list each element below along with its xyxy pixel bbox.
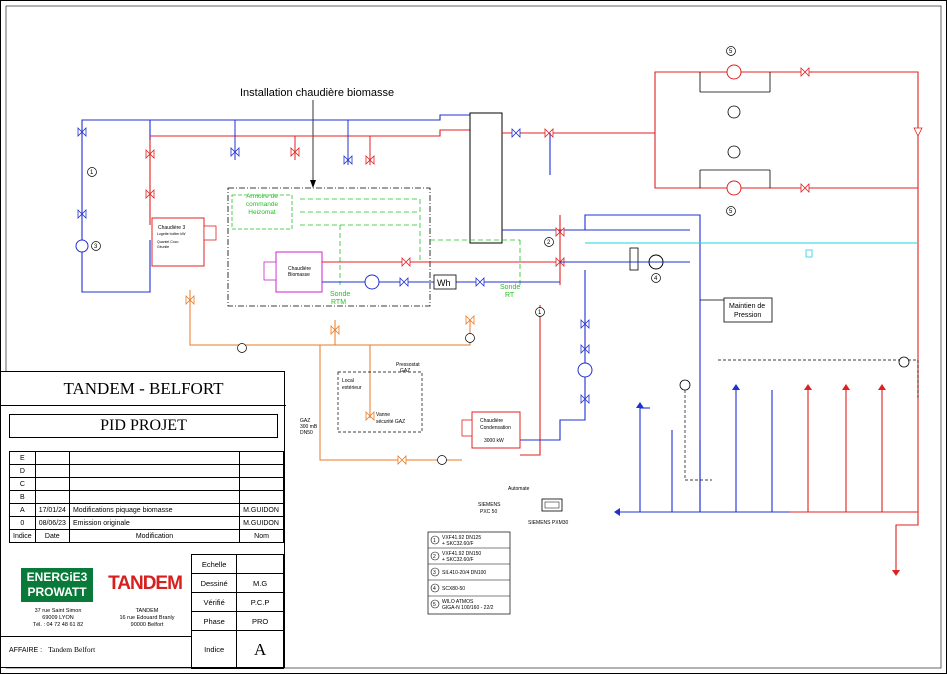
buffer-tank: [469, 112, 503, 244]
local-exterieur-box: [337, 371, 423, 433]
company-title: TANDEM - BELFORT: [1, 372, 286, 406]
boiler3: [151, 217, 205, 267]
pump-5a: [726, 64, 742, 80]
svg-text:SCX80-50: SCX80-50: [442, 586, 465, 592]
energie3-address: 37 rue Saint Simon 69009 LYON Tél. : 04 …: [32, 608, 84, 628]
svg-text:Wh: Wh: [437, 278, 451, 288]
svg-text:+ SKC32.60/F: + SKC32.60/F: [442, 541, 474, 547]
svg-text:PXC 50: PXC 50: [480, 509, 497, 515]
revision-header: Indice Date Modification Nom: [9, 529, 284, 543]
pump-3: [75, 239, 89, 253]
svg-text:sécurité GAZ: sécurité GAZ: [376, 419, 405, 425]
energie3-logo: ENERGiE3 PROWATT: [21, 568, 93, 602]
svg-text:SIL410-20/4 DN100: SIL410-20/4 DN100: [442, 570, 486, 576]
svg-text:RT: RT: [505, 292, 515, 299]
svg-text:Sonde: Sonde: [500, 284, 520, 291]
svg-text:5: 5: [729, 209, 733, 215]
svg-text:2: 2: [547, 240, 551, 246]
svg-text:3: 3: [94, 244, 98, 250]
svg-text:2: 2: [433, 554, 436, 560]
svg-text:Condensation: Condensation: [480, 425, 511, 431]
device-legend: 1 2 3 4 5 VXF41.92 DN125 + SKC32.60/F VX…: [427, 531, 511, 615]
svg-text:extérieur: extérieur: [342, 385, 362, 391]
diagram-title: Installation chaudière biomasse: [240, 87, 394, 99]
biomass-panel-outline: [227, 187, 431, 307]
svg-text:WILO ATMOS: WILO ATMOS: [442, 599, 474, 605]
svg-text:GAZ: GAZ: [400, 368, 410, 374]
svg-text:Chaudière 3: Chaudière 3: [158, 225, 185, 231]
project-title: PID PROJET: [9, 414, 278, 438]
condensing-boiler: [471, 411, 521, 449]
svg-text:SIEMENS PXM30: SIEMENS PXM30: [528, 520, 569, 526]
pump-5b: [726, 180, 742, 196]
affaire-row: AFFAIRE :Tandem Belfort: [1, 636, 191, 668]
svg-text:Sonde: Sonde: [330, 291, 350, 298]
svg-text:5: 5: [433, 602, 436, 608]
svg-text:Maintien de: Maintien de: [729, 303, 765, 310]
upper-pump-group: 5 5: [502, 46, 923, 400]
svg-text:Pression: Pression: [734, 312, 761, 319]
svg-text:300 mB: 300 mB: [300, 424, 318, 430]
boiler3-loop: Chaudière 3 Logette boîtier kW Quantel C…: [75, 114, 470, 293]
svg-text:Géunite: Géunite: [157, 245, 169, 249]
svg-text:3000 kW: 3000 kW: [484, 438, 504, 444]
svg-text:Chaudière: Chaudière: [288, 266, 311, 272]
svg-text:Pressostat: Pressostat: [396, 362, 420, 368]
revision-row: D: [9, 464, 284, 478]
svg-text:5: 5: [729, 49, 733, 55]
energy-meter: [433, 274, 457, 290]
pressure-box: [723, 297, 773, 323]
svg-text:Automate: Automate: [508, 486, 530, 492]
svg-text:Quantel Coco: Quantel Coco: [157, 240, 178, 244]
svg-text:Vanne: Vanne: [376, 412, 390, 418]
svg-text:Logette boîtier kW: Logette boîtier kW: [157, 232, 186, 236]
svg-text:SIEMENS: SIEMENS: [478, 502, 501, 508]
revision-row: B: [9, 490, 284, 504]
revision-row: E: [9, 451, 284, 465]
svg-text:Local: Local: [342, 378, 354, 384]
revision-row: C: [9, 477, 284, 491]
svg-text:GAZ: GAZ: [300, 418, 310, 424]
svg-text:1: 1: [90, 170, 94, 176]
biomass-boiler: [275, 251, 323, 293]
svg-text:1: 1: [538, 310, 542, 316]
svg-text:Chaudière: Chaudière: [480, 418, 503, 424]
svg-text:RTM: RTM: [331, 299, 346, 306]
svg-text:DN50: DN50: [300, 430, 313, 436]
svg-text:4: 4: [433, 586, 436, 592]
biomass-pump: [364, 274, 380, 290]
svg-text:+ SKC32.60/F: + SKC32.60/F: [442, 557, 474, 563]
svg-text:1: 1: [433, 538, 436, 544]
svg-text:Biomasse: Biomasse: [288, 272, 310, 278]
svg-text:4: 4: [654, 276, 658, 282]
svg-text:VXF41.92 DN150: VXF41.92 DN150: [442, 551, 481, 557]
svg-text:GIGA-N 100/160 - 22/2: GIGA-N 100/160 - 22/2: [442, 605, 494, 611]
tandem-address: TANDEM 16 rue Edouard Branly 90000 Belfo…: [119, 608, 175, 628]
svg-text:3: 3: [433, 570, 436, 576]
svg-text:VXF41.92 DN125: VXF41.92 DN125: [442, 535, 481, 541]
tandem-logo: TANDEM: [108, 573, 183, 594]
